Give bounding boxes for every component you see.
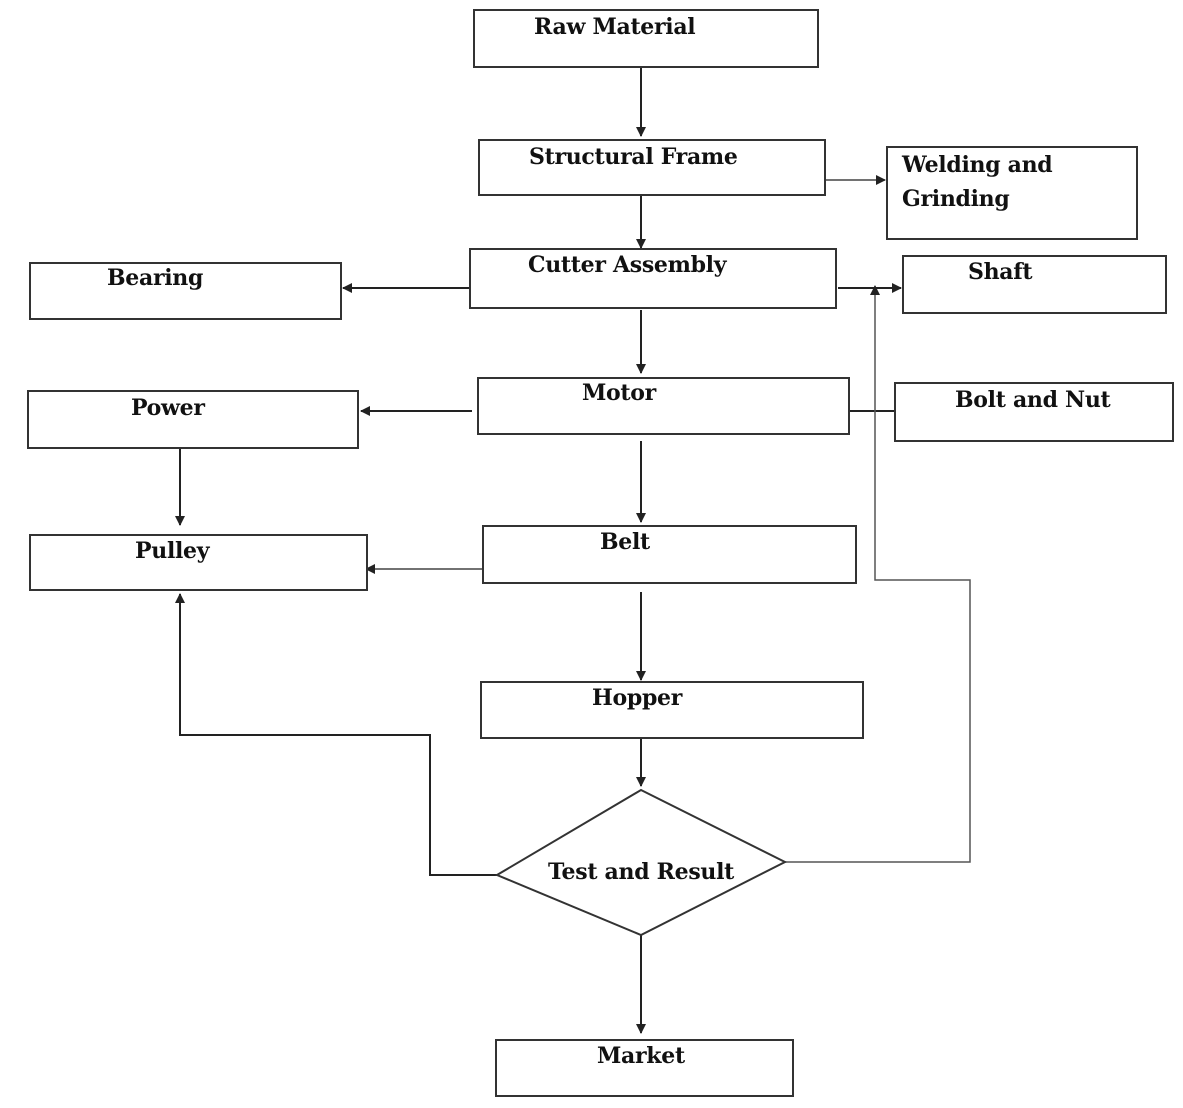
arrow-test-to-pulley-feedback [175,593,497,876]
motor-box: Motor [477,377,850,435]
structural-frame-box: Structural Frame [478,139,826,196]
bearing-box: Bearing [29,262,342,320]
market-label: Market [597,1043,685,1069]
welding-grinding-box: Welding and Grinding [886,146,1138,240]
motor-label: Motor [582,380,656,406]
pulley-box: Pulley [29,534,368,591]
market-box: Market [495,1039,794,1097]
shaft-box: Shaft [902,255,1167,314]
bolt-nut-label: Bolt and Nut [955,387,1111,413]
hopper-box: Hopper [480,681,864,739]
shaft-label: Shaft [968,259,1033,285]
bearing-label: Bearing [107,265,204,291]
bolt-nut-box: Bolt and Nut [894,382,1174,442]
cutter-assembly-box: Cutter Assembly [469,248,837,309]
hopper-label: Hopper [592,685,683,711]
welding-grinding-label: Welding and Grinding [902,152,1053,212]
belt-label: Belt [600,529,650,555]
power-box: Power [27,390,359,449]
test-result-diamond [494,788,788,937]
test-result-label: Test and Result [548,859,735,885]
raw-material-label: Raw Material [534,14,696,40]
structural-frame-label: Structural Frame [529,144,738,170]
raw-material-box: Raw Material [473,9,819,68]
cutter-assembly-label: Cutter Assembly [528,252,727,278]
belt-box: Belt [482,525,857,584]
power-label: Power [131,395,205,421]
arrow-test-to-shaft-feedback [785,285,971,863]
pulley-label: Pulley [135,538,210,564]
